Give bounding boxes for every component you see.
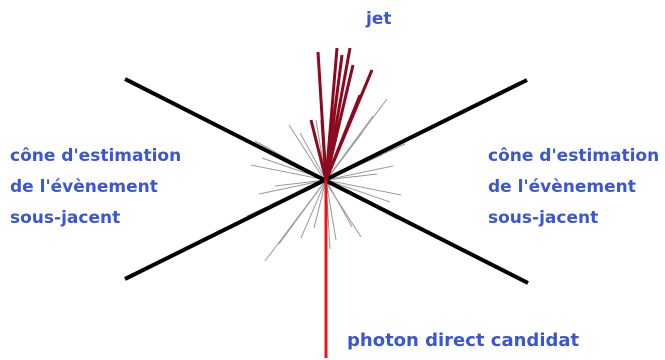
cone-right-label: cône d'estimation de l'évènement sous-ja…	[488, 141, 659, 234]
cone-right-label-line-1: cône d'estimation	[488, 141, 659, 172]
cone-left-label-line-1: cône d'estimation	[10, 141, 181, 172]
cone-right-label-line-3: sous-jacent	[488, 203, 659, 234]
cone-right-label-line-2: de l'évènement	[488, 172, 659, 203]
jet-label: jet	[366, 4, 391, 35]
cone-left-label-line-3: sous-jacent	[10, 203, 181, 234]
photon-label: photon direct candidat	[347, 325, 579, 356]
cone-left-label: cône d'estimation de l'évènement sous-ja…	[10, 141, 181, 234]
cone-left-label-line-2: de l'évènement	[10, 172, 181, 203]
